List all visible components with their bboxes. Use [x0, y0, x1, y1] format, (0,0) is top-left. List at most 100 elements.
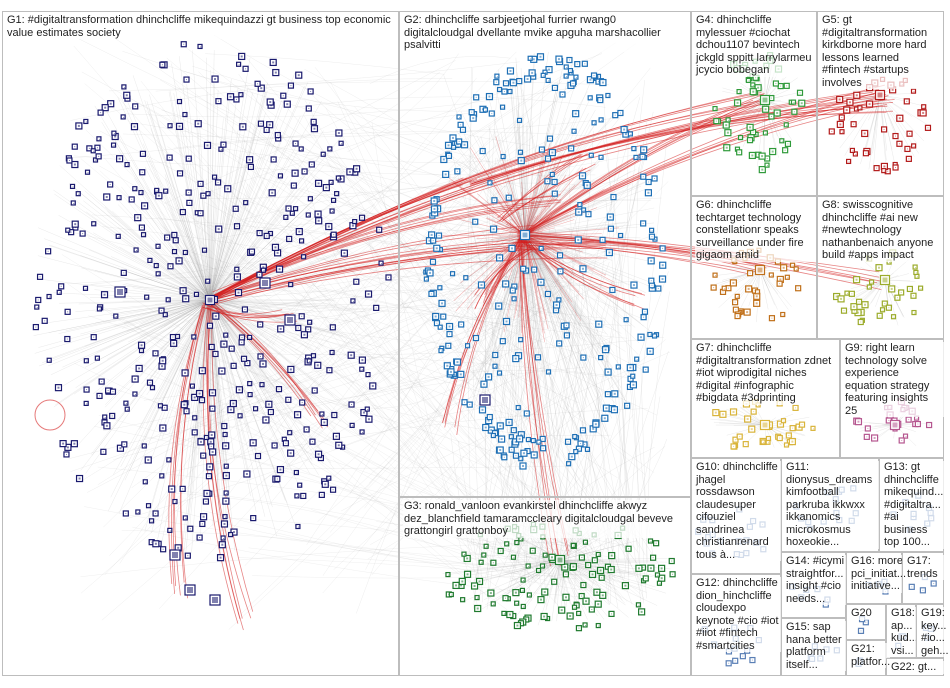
edge-g2 — [522, 124, 526, 236]
node-g1-fill — [321, 413, 323, 415]
edge-g2 — [524, 234, 634, 384]
edge-g1 — [96, 299, 211, 353]
edge-g1 — [93, 299, 211, 394]
red-edge — [452, 182, 526, 236]
edge-cross — [368, 181, 669, 484]
edge-g1 — [134, 178, 211, 301]
node-g1-fill — [158, 246, 160, 248]
red-edge — [524, 227, 619, 236]
edge-cross — [292, 118, 501, 367]
group-panel-g8: G8: swisscognitive dhinchcliffe #ai new … — [817, 196, 944, 339]
edge-g8 — [851, 279, 886, 302]
edge-g1 — [139, 299, 211, 340]
edge-g2 — [442, 222, 526, 236]
edge-g1 — [209, 154, 241, 301]
edge-g2 — [524, 229, 556, 236]
edge-g2 — [476, 174, 526, 236]
edge-g1 — [186, 84, 211, 301]
red-edge — [524, 191, 604, 236]
node-g1-fill — [35, 326, 37, 328]
edge-g1 — [209, 299, 276, 346]
edge-cross — [239, 174, 606, 597]
edge-g1 — [114, 140, 211, 301]
edge-g2 — [524, 234, 600, 341]
edge-g3 — [522, 559, 561, 609]
edge-g3 — [442, 559, 561, 574]
edge-g1 — [209, 299, 324, 464]
edge-g3 — [480, 559, 561, 582]
group-label-g19: G19: key... #io... geh... — [920, 607, 950, 657]
edge-cross — [369, 216, 487, 393]
red-edge — [480, 234, 526, 298]
edge-cross — [330, 82, 638, 564]
edge-cross — [159, 120, 452, 474]
edge-g2 — [524, 234, 614, 369]
edge-cross — [80, 301, 463, 482]
red-edge — [496, 234, 526, 278]
edge-g1 — [135, 299, 211, 360]
edge-g1 — [95, 299, 211, 324]
red-edge — [521, 234, 526, 334]
group-panel-g20: G20 — [846, 604, 886, 640]
edge-g7 — [713, 421, 766, 426]
edge-g3 — [513, 559, 561, 620]
red-edge — [524, 234, 554, 275]
red-edge — [524, 186, 535, 236]
edge-cross — [204, 202, 609, 363]
edge-g1 — [209, 299, 359, 416]
edge-cross — [183, 70, 472, 112]
edge-g1 — [145, 209, 211, 301]
edge-g1 — [107, 211, 211, 301]
edge-g1 — [209, 239, 232, 301]
edge-g1 — [119, 246, 211, 301]
edge-cross — [279, 130, 616, 404]
edge-g5 — [879, 94, 903, 150]
edge-g1 — [209, 181, 216, 301]
edge-g1 — [209, 299, 359, 310]
edge-g3 — [559, 559, 667, 563]
edge-g3 — [556, 559, 561, 622]
edge-g2 — [524, 234, 616, 374]
edge-cross — [175, 492, 483, 563]
edge-g1 — [209, 151, 324, 301]
edge-g1 — [209, 299, 315, 324]
group-panel-g3: G3: ronald_vanloon evankirstel dhinchcli… — [399, 497, 691, 676]
edge-g1 — [123, 299, 211, 324]
edge-g1 — [209, 299, 313, 462]
edge-cross — [601, 337, 630, 576]
edge-g1 — [209, 183, 249, 301]
group-panel-g7: G7: dhinchcliffe #digitaltransformation … — [691, 339, 840, 458]
edge-g1 — [209, 260, 218, 301]
edge-g1 — [54, 193, 211, 301]
edge-cross — [278, 150, 490, 448]
edge-g1 — [209, 170, 345, 301]
red-edge — [524, 234, 573, 303]
edge-g8 — [850, 279, 886, 289]
edge-cross — [325, 161, 622, 334]
edge-g1 — [114, 129, 211, 301]
red-edge — [212, 230, 534, 300]
edge-g2 — [524, 234, 596, 398]
edge-g1 — [209, 299, 270, 349]
group-label-g13: G13: gt dhinchcliffe mikequind... #digit… — [883, 461, 947, 549]
edge-g1 — [34, 299, 211, 354]
edge-g1 — [209, 178, 317, 301]
edge-g6 — [759, 269, 789, 310]
edge-cross — [555, 130, 594, 604]
red-edge — [524, 196, 539, 236]
edge-cross — [646, 291, 670, 582]
edge-g1 — [146, 299, 211, 424]
edge-g1 — [163, 226, 211, 301]
node-g1-fill — [78, 477, 81, 480]
edge-g2 — [440, 234, 526, 254]
edge-g2 — [524, 200, 538, 236]
red-edge — [442, 232, 525, 423]
edge-g1 — [163, 299, 211, 327]
edge-cross — [165, 408, 648, 474]
edge-g1 — [155, 115, 211, 301]
edge-g1 — [48, 299, 211, 367]
edge-g1 — [209, 179, 335, 301]
edge-g1 — [88, 237, 211, 301]
edge-cross — [377, 173, 451, 340]
red-edge — [524, 234, 543, 282]
